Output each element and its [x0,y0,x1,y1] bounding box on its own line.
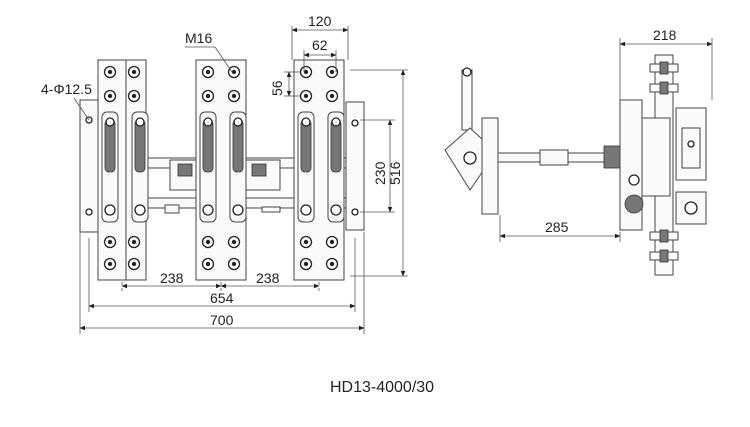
bolt-hole [325,65,339,79]
dim-mount-width: 654 [210,290,234,306]
mount-hole [85,208,93,216]
dim-overall-height: 516 [387,161,403,185]
dim-thread: M16 [185,30,212,46]
bolt-hole [227,65,241,79]
bolt-hole [227,235,241,249]
dim-hole-spacing: 62 [312,37,328,53]
bolt-hole [325,235,339,249]
dim-hole-pitch: 56 [269,80,285,96]
contact-blades [101,111,345,223]
front-view: 120 62 56 230 516 M16 4-Φ12.5 238 238 65… [41,13,408,334]
side-roller [624,194,644,214]
dim-hole-spec: 4-Φ12.5 [41,81,92,97]
dim-depth: 218 [653,27,677,43]
bolt-hole [127,257,141,271]
terminal-bolts [103,65,339,271]
dim-phase-left: 238 [160,270,184,286]
contact-blade [101,111,119,223]
bolt-hole [201,89,215,103]
bolt-hole [299,257,313,271]
bolt-hole [299,89,313,103]
bolt-hole [127,235,141,249]
mount-hole [351,119,359,127]
bolt-hole [103,89,117,103]
bolt-hole [227,89,241,103]
crank-plate [481,117,499,215]
bolt-hole [325,257,339,271]
bolt-hole [299,65,313,79]
bolt-hole [103,235,117,249]
bolt-hole [201,257,215,271]
dim-handle-reach: 285 [545,219,569,235]
bolt-hole [103,257,117,271]
bolt-hole [201,65,215,79]
contact-blade [327,111,345,223]
bolt-hole [325,89,339,103]
dim-phase-right: 238 [256,270,280,286]
bolt-hole [201,235,215,249]
mount-hole [351,208,359,216]
bolt-hole [127,89,141,103]
side-contact-housing [641,117,671,197]
dim-bar-width: 120 [308,13,332,29]
dim-overall-width: 700 [210,312,234,328]
contact-blade [229,111,247,223]
contact-blade [131,111,149,223]
bolt-hole [299,235,313,249]
contact-blade [199,111,217,223]
handle-arm [461,69,473,131]
side-bolt [649,81,679,95]
dim-mount-height: 230 [372,161,388,185]
side-bolt [649,249,679,263]
side-bolt [649,61,679,75]
side-view: 218 285 [444,27,713,276]
side-bottom-block [675,191,707,225]
bolt-hole [227,257,241,271]
contact-blade [297,111,315,223]
figure-caption: HD13-4000/30 [330,379,434,396]
bolt-hole [127,65,141,79]
bolt-hole [103,65,117,79]
side-bolt [649,229,679,243]
